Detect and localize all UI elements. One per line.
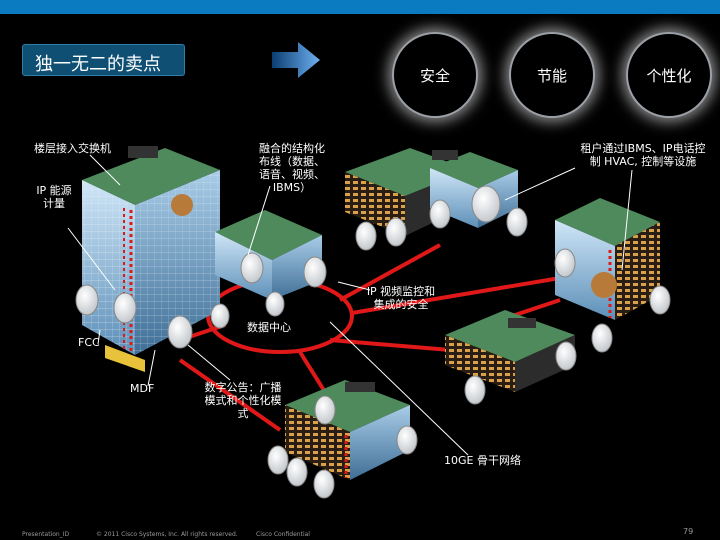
footer-copyright: © 2011 Cisco Systems, Inc. All rights re…: [96, 531, 238, 538]
tall-building: [82, 146, 220, 372]
label-ip-power: IP 能源 计量: [34, 184, 74, 210]
label-cabling-line2: 布线（数据、: [259, 155, 325, 168]
meter-icons: [171, 194, 617, 298]
personalization-pill: 个性化: [626, 32, 712, 118]
slide-title-box: 独一无二的卖点: [22, 44, 185, 76]
label-video-surveillance: IP 视频监控和 集成的安全: [360, 285, 442, 311]
label-tenant-control: 租户通过IBMS、IP电话控 制 HVAC, 控制等设施: [570, 142, 716, 168]
label-10ge-backbone: 10GE 骨干网络: [444, 454, 521, 467]
label-data-center: 数据中心: [247, 321, 291, 334]
footer-confidential: Cisco Confidential: [256, 531, 310, 538]
energy-saving-pill: 节能: [509, 32, 595, 118]
label-floor-switch: 楼层接入交换机: [34, 142, 111, 155]
label-mdf: MDF: [130, 382, 155, 395]
label-tenant-line2: 制 HVAC, 控制等设施: [589, 155, 697, 168]
label-signage-line3: 式: [237, 407, 249, 420]
footer-presentation-id: Presentation_ID: [22, 531, 70, 538]
label-fcc: FCC: [78, 336, 100, 349]
security-pill-label: 安全: [419, 66, 450, 85]
personalization-pill-label: 个性化: [646, 66, 692, 85]
label-tenant-line1: 租户通过IBMS、IP电话控: [580, 142, 706, 155]
label-cabling-line3: 语音、视频、: [259, 168, 325, 181]
label-ip-power-line1: IP 能源: [36, 184, 72, 197]
label-video-line1: IP 视频监控和: [366, 285, 436, 298]
lower-right-building: [445, 310, 575, 392]
bottom-building: [285, 380, 410, 480]
label-signage-line1: 数字公告：广播: [204, 381, 282, 394]
right-arrow-icon: [272, 42, 320, 78]
slide-title: 独一无二的卖点: [35, 54, 161, 75]
label-video-line2: 集成的安全: [373, 298, 429, 311]
energy-saving-pill-label: 节能: [536, 66, 567, 85]
middle-building: [215, 210, 322, 300]
label-ip-power-line2: 计量: [43, 197, 65, 210]
smart-campus-illustration: [67, 146, 671, 499]
security-pill: 安全: [392, 32, 478, 118]
label-signage-line2: 模式和个性化模: [204, 394, 282, 407]
label-cabling-line1: 融合的结构化: [259, 142, 325, 155]
page-number: 79: [683, 527, 694, 536]
label-digital-signage: 数字公告：广播 模式和个性化模 式: [196, 381, 290, 420]
network-device-nodes: [75, 185, 671, 499]
label-structured-cabling: 融合的结构化 布线（数据、 语音、视频、 IBMS）: [248, 142, 336, 194]
callout-lines: [67, 154, 633, 456]
top-accent-bar: [0, 0, 720, 14]
label-cabling-line4: IBMS）: [272, 181, 312, 194]
